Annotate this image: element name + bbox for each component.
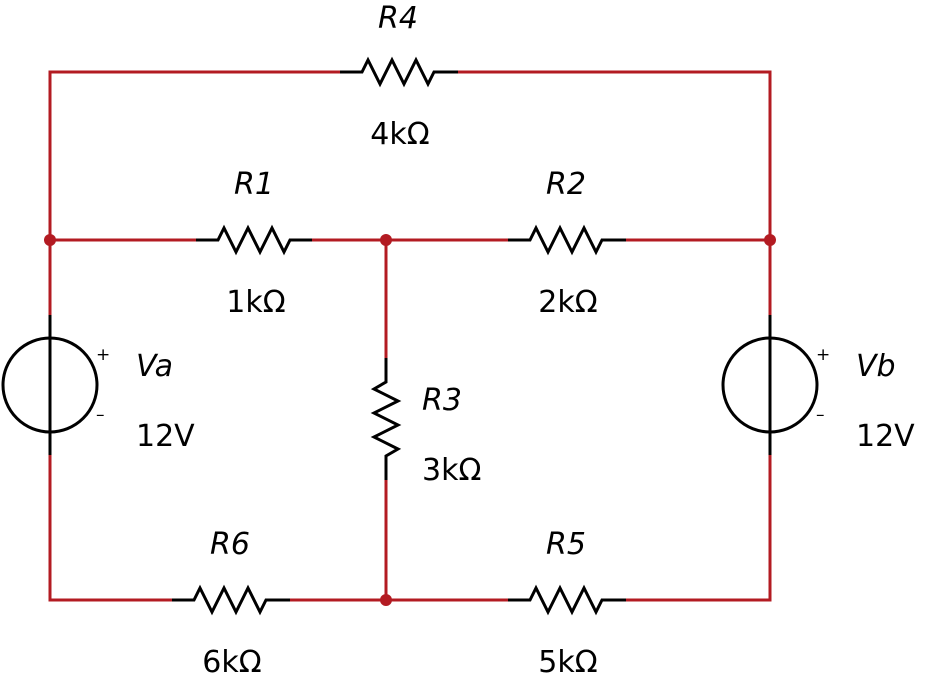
vb-value-label: 12V [856, 419, 915, 454]
junction-center-mid [380, 234, 392, 246]
junction-right-mid [764, 234, 776, 246]
r4-name-label: R4 [378, 1, 418, 36]
va-value-label: 12V [136, 419, 195, 454]
r1-name-label: R1 [234, 167, 274, 202]
r3-name-label: R3 [422, 383, 462, 418]
labels: R4 4kΩ R1 1kΩ R2 2kΩ R3 3kΩ R6 6kΩ R5 5k… [136, 1, 915, 674]
r2-name-label: R2 [546, 167, 586, 202]
r5-value-label: 5kΩ [538, 645, 597, 674]
wires [48, 70, 772, 602]
junction-left-mid [44, 234, 56, 246]
r4-value-label: 4kΩ [370, 117, 429, 152]
vb-plus-label: + [816, 345, 830, 365]
r6-value-label: 6kΩ [202, 645, 261, 674]
voltage-source-va: + – [1, 315, 110, 455]
r1-value-label: 1kΩ [226, 285, 285, 320]
resistor-r6 [172, 584, 290, 616]
junctions [44, 234, 776, 606]
resistor-r1 [196, 224, 312, 256]
resistor-r6-symbol [172, 584, 290, 616]
va-plus-label: + [96, 345, 110, 365]
resistor-r3 [370, 358, 402, 480]
r3-value-label: 3kΩ [422, 453, 481, 488]
junction-center-bottom [380, 594, 392, 606]
resistor-r5 [508, 584, 626, 616]
va-name-label: Va [136, 349, 173, 384]
va-minus-label: – [96, 405, 105, 425]
r2-value-label: 2kΩ [538, 285, 597, 320]
resistor-r3-symbol [370, 358, 402, 480]
resistor-r4-symbol [340, 56, 458, 88]
wire-top-left [48, 70, 342, 242]
resistor-r4 [340, 56, 458, 88]
r6-name-label: R6 [210, 527, 250, 562]
resistor-r2-symbol [508, 224, 626, 256]
vb-minus-label: – [816, 405, 825, 425]
voltage-source-vb: + – [721, 315, 830, 455]
vb-name-label: Vb [856, 349, 896, 384]
wire-top-right [456, 70, 772, 242]
resistor-r5-symbol [508, 584, 626, 616]
resistor-r1-symbol [196, 224, 312, 256]
resistor-r2 [508, 224, 626, 256]
r5-name-label: R5 [546, 527, 586, 562]
